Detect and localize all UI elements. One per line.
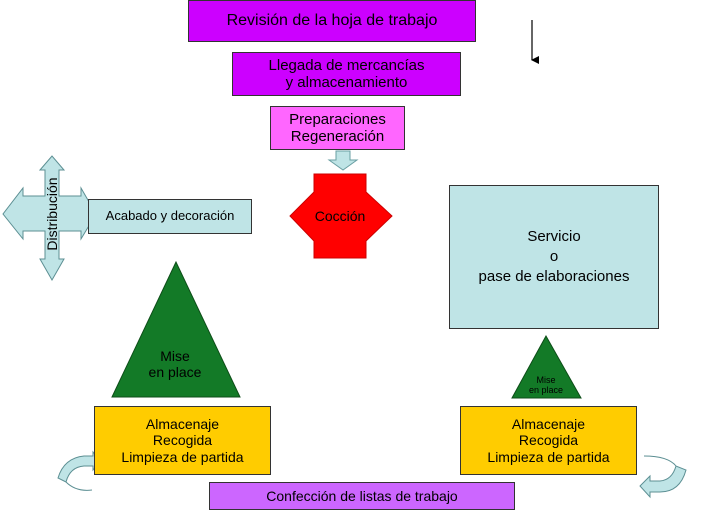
preparations-line-1: Preparaciones (289, 110, 386, 128)
mise-en-place-small-triangle (511, 334, 582, 399)
work-lists-box: Confección de listas de trabajo (209, 482, 515, 510)
right-tasks-line-2: Recogida (518, 432, 579, 449)
right-tasks-line-3: Limpieza de partida (487, 448, 610, 465)
left-tasks-line-2: Recogida (152, 432, 213, 449)
cooking-label-text: Cocción (314, 207, 366, 224)
distribution-arrows-icon (2, 155, 97, 282)
cooking-arrow-icon (289, 173, 393, 259)
service-line-1: Servicio (527, 227, 581, 245)
mise-large-line-1: Mise (160, 347, 190, 364)
preparations-line-2: Regeneración (290, 128, 385, 145)
prep-to-cooking-arrow-icon (327, 150, 359, 171)
left-tasks-line-3: Limpieza de partida (121, 448, 244, 465)
goods-arrival-line-2: y almacenamiento (285, 74, 408, 91)
preparations-box: Preparaciones Regeneración (270, 106, 405, 150)
mise-small-line-2: en place (528, 385, 564, 395)
finishing-label: Acabado y decoración (105, 208, 235, 224)
right-tasks-line-1: Almacenaje (511, 416, 586, 433)
goods-arrival-box: Llegada de mercancías y almacenamiento (232, 52, 461, 96)
finishing-box: Acabado y decoración (88, 199, 252, 234)
service-line-3: pase de elaboraciones (478, 268, 630, 286)
mise-small-label: Mise en place (516, 372, 576, 398)
left-tasks-line-1: Almacenaje (145, 416, 220, 433)
worksheet-review-label: Revisión de la hoja de trabajo (226, 11, 438, 29)
work-lists-label: Confección de listas de trabajo (266, 487, 458, 504)
goods-arrival-line-1: Llegada de mercancías (268, 56, 425, 74)
right-cycle-arrow-icon (639, 465, 687, 499)
service-line-2: o (549, 247, 559, 265)
mise-large-line-2: en place (148, 364, 202, 380)
distribution-label-text: Distribución (43, 177, 60, 251)
worksheet-review-box: Revisión de la hoja de trabajo (188, 0, 476, 42)
left-tasks-box: Almacenaje Recogida Limpieza de partida (94, 406, 271, 475)
distribution-label: Distribución (42, 164, 62, 264)
mise-large-label: Mise en place (130, 342, 220, 386)
mise-small-line-1: Mise (536, 374, 556, 385)
right-tasks-box: Almacenaje Recogida Limpieza de partida (460, 406, 637, 475)
service-box: Servicio o pase de elaboraciones (449, 185, 659, 329)
mise-en-place-large-triangle (111, 260, 241, 398)
cooking-label: Cocción (310, 206, 370, 226)
